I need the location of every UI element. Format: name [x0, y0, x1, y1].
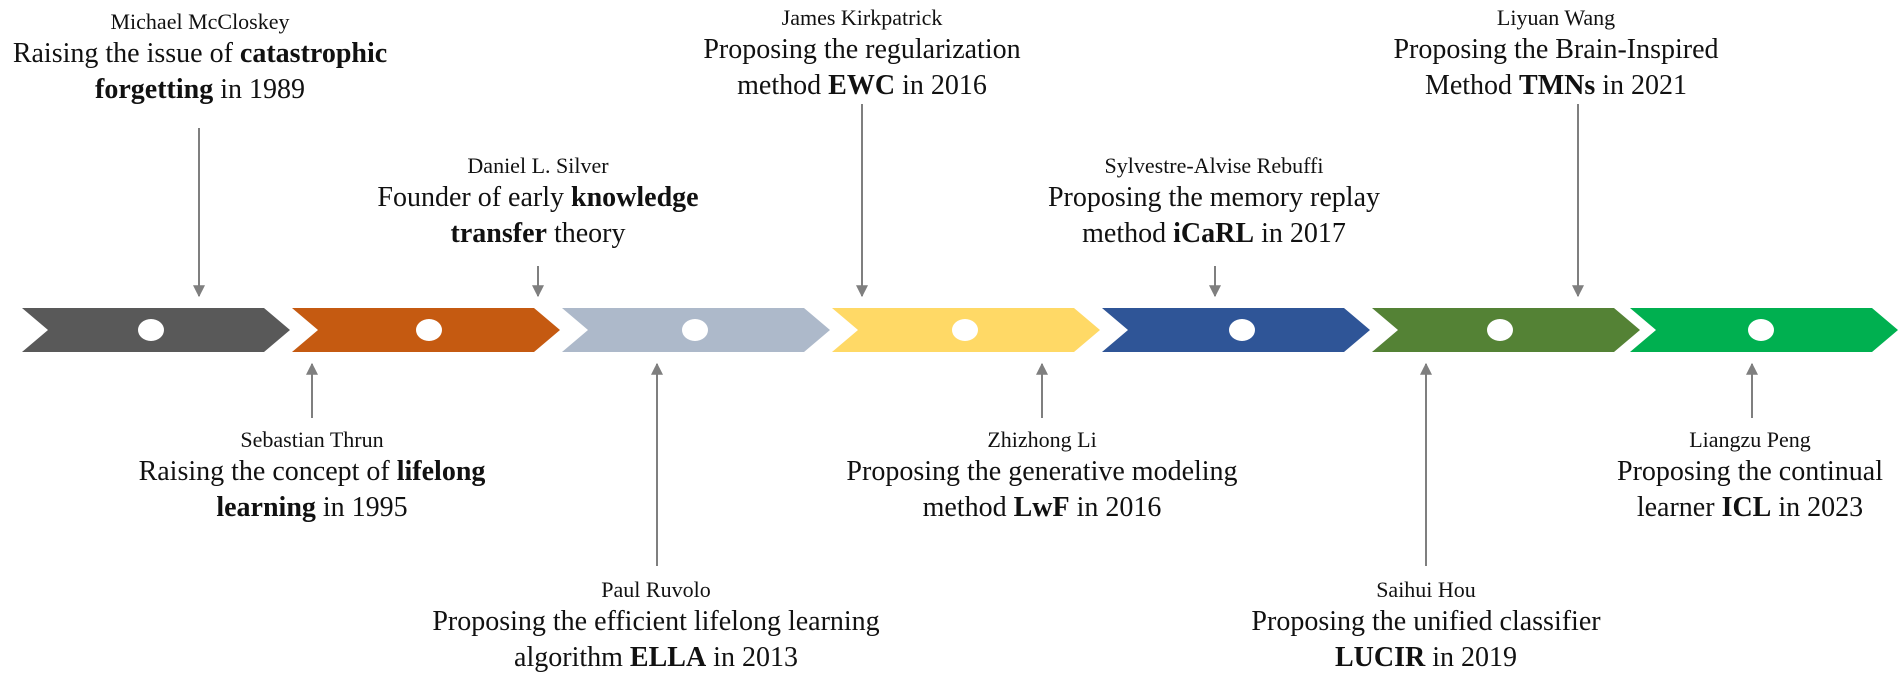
researcher-name: James Kirkpatrick — [781, 5, 943, 30]
milestone-label-hou: Saihui Hou Proposing the unified classif… — [1246, 576, 1606, 676]
researcher-name: Sylvestre-Alvise Rebuffi — [1104, 153, 1324, 178]
milestone-description: Proposing the unified classifier LUCIR i… — [1251, 606, 1601, 673]
milestone-description: Proposing the memory replay method iCaRL… — [1047, 182, 1381, 249]
milestone-label-li: Zhizhong Li Proposing the generative mod… — [842, 426, 1242, 526]
milestone-label-ruvolo: Paul Ruvolo Proposing the efficient life… — [421, 576, 891, 676]
milestone-description: Founder of early knowledge transfer theo… — [377, 182, 699, 249]
timeline-node-1 — [138, 319, 164, 341]
milestone-description: Proposing the Brain-Inspired Method TMNs… — [1393, 34, 1719, 101]
milestone-description: Raising the concept of lifelong learning… — [138, 456, 486, 523]
milestone-description: Proposing the continual learner ICL in 2… — [1617, 456, 1883, 523]
milestone-label-kirkpatrick: James Kirkpatrick Proposing the regulari… — [672, 4, 1052, 104]
milestone-label-wang: Liyuan Wang Proposing the Brain-Inspired… — [1376, 4, 1736, 104]
researcher-name: Saihui Hou — [1376, 577, 1476, 602]
timeline-node-4 — [952, 319, 978, 341]
researcher-name: Liangzu Peng — [1689, 427, 1811, 452]
researcher-name: Liyuan Wang — [1496, 5, 1616, 30]
timeline-node-6 — [1487, 319, 1513, 341]
timeline-node-5 — [1229, 319, 1255, 341]
timeline-node-7 — [1748, 319, 1774, 341]
researcher-name: Zhizhong Li — [987, 427, 1097, 452]
milestone-description: Proposing the efficient lifelong learnin… — [432, 606, 880, 673]
timeline-node-2 — [416, 319, 442, 341]
milestone-label-silver: Daniel L. Silver Founder of early knowle… — [338, 152, 738, 252]
researcher-name: Paul Ruvolo — [601, 577, 711, 602]
milestone-label-rebuffi: Sylvestre-Alvise Rebuffi Proposing the m… — [1004, 152, 1424, 252]
milestone-label-mccloskey: Michael McCloskey Raising the issue of c… — [0, 8, 410, 108]
researcher-name: Michael McCloskey — [110, 9, 290, 34]
milestone-description: Proposing the regularization method EWC … — [703, 34, 1021, 101]
researcher-name: Sebastian Thrun — [240, 427, 384, 452]
researcher-name: Daniel L. Silver — [467, 153, 609, 178]
milestone-description: Proposing the generative modeling method… — [846, 456, 1238, 523]
timeline-node-3 — [682, 319, 708, 341]
milestone-label-peng: Liangzu Peng Proposing the continual lea… — [1585, 426, 1902, 526]
milestone-description: Raising the issue of catastrophic forget… — [12, 38, 388, 105]
milestone-label-thrun: Sebastian Thrun Raising the concept of l… — [102, 426, 522, 526]
